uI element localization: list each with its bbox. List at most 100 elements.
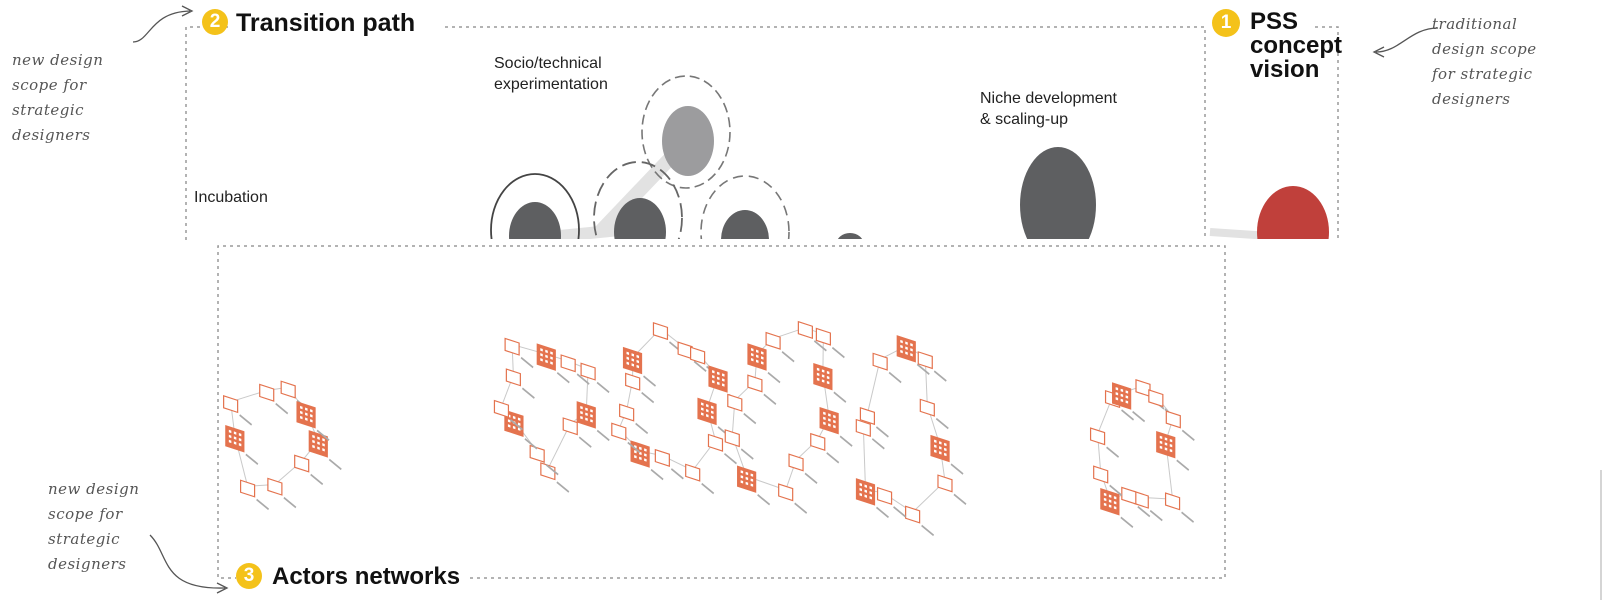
vision-title-line: vision [1250, 56, 1320, 83]
experimentation-label-line: experimentation [494, 76, 608, 93]
actor-node [919, 398, 949, 430]
annotation-line: strategic [12, 101, 85, 119]
actor-node [876, 486, 907, 518]
actor-node [937, 474, 967, 505]
path-connector [594, 143, 686, 237]
actor-node [225, 425, 259, 465]
actor-node [504, 409, 538, 450]
niche-disc [1020, 147, 1096, 239]
annotation-line: scope for [12, 76, 87, 94]
niche-label-line: Niche development [980, 90, 1117, 107]
actor-node [1121, 486, 1151, 518]
actor-node [797, 320, 827, 352]
vision-title-line: concept [1250, 32, 1343, 59]
actor-node [917, 351, 947, 382]
annotation-line: design scope [1432, 40, 1537, 58]
annotation-new-design-scope-bottom: new design scope for strategic designers [48, 477, 139, 577]
experiment-disc [614, 198, 666, 239]
actor-node [1093, 465, 1123, 497]
actor-node [625, 372, 655, 404]
actor-node [697, 397, 731, 438]
actor-node [1164, 492, 1195, 523]
actor-node [576, 401, 610, 442]
annotation-arrow [1375, 27, 1439, 53]
transition-panel-border [185, 26, 1206, 240]
actor-node [1156, 430, 1190, 471]
actor-node [267, 477, 297, 509]
actor-node [1133, 490, 1163, 522]
actor-node [788, 453, 818, 485]
vision-disc [1257, 186, 1329, 239]
actor-node [905, 505, 935, 537]
incubation-label: Incubation [194, 189, 268, 206]
incubation-disc [509, 202, 561, 239]
annotation-arrow [132, 10, 191, 43]
incubation-ring [490, 173, 580, 239]
actor-node [239, 479, 270, 511]
vision-number-badge: 1 [1212, 9, 1240, 37]
actor-node [540, 462, 570, 493]
actor-node [619, 403, 649, 435]
network-link [862, 425, 866, 489]
actor-node [560, 354, 590, 385]
actor-node [896, 335, 930, 376]
actor-node [1112, 382, 1146, 423]
actor-node [677, 341, 707, 372]
annotation-line: new design [48, 480, 140, 498]
actor-node [707, 433, 737, 465]
actor-node [747, 343, 781, 384]
annotation-line: designers [12, 126, 91, 144]
actor-node [737, 465, 771, 506]
actor-node [855, 418, 885, 450]
annotation-line: designers [48, 555, 127, 573]
actor-node [259, 383, 289, 415]
actor-node [855, 478, 889, 519]
actor-node [819, 406, 853, 447]
actor-node [223, 395, 253, 426]
actor-node [1089, 427, 1120, 458]
vision-title: PSS concept vision [1250, 10, 1342, 82]
experimentation-disc [662, 106, 714, 176]
actor-node [1100, 488, 1134, 528]
actor-node [622, 346, 656, 387]
actor-node [727, 393, 757, 425]
actor-node [505, 368, 535, 399]
actors-number-badge: 3 [236, 563, 262, 589]
actor-node [529, 444, 559, 476]
experiment-ring [593, 161, 683, 239]
experimentation-label-line: Socio/technical [494, 55, 602, 72]
actor-node [630, 440, 664, 481]
actor-node [580, 362, 610, 394]
experimentation-label: Socio/technical experimentation [494, 53, 608, 95]
actor-node [765, 331, 795, 363]
actor-node [747, 374, 777, 406]
actor-node [296, 401, 330, 442]
edge-mark [1600, 470, 1602, 600]
actor-node [930, 434, 964, 475]
actor-node [652, 322, 682, 353]
annotation-line: strategic [48, 530, 121, 548]
annotation-new-design-scope-top: new design scope for strategic designers [12, 48, 103, 148]
actor-node [654, 448, 684, 480]
transition-number-badge: 2 [202, 9, 228, 35]
experiment-disc [721, 210, 769, 239]
actors-panel-border [217, 245, 1226, 579]
actor-node [810, 432, 840, 464]
experimentation-ring [641, 75, 731, 189]
actor-networks-group [223, 320, 1195, 537]
annotation-arrow [149, 534, 226, 589]
annotation-line: new design [12, 51, 104, 69]
actor-node [815, 327, 845, 359]
network-link [866, 359, 881, 414]
annotation-line: for strategic [1432, 65, 1533, 83]
annotation-line: scope for [48, 505, 123, 523]
actor-node [504, 337, 534, 369]
actor-node [1165, 410, 1195, 442]
niche-label: Niche development & scaling-up [980, 88, 1117, 130]
niche-label-line: & scaling-up [980, 111, 1069, 128]
actor-node [778, 483, 808, 514]
arrow-head [1372, 46, 1385, 58]
actor-node [493, 399, 523, 431]
